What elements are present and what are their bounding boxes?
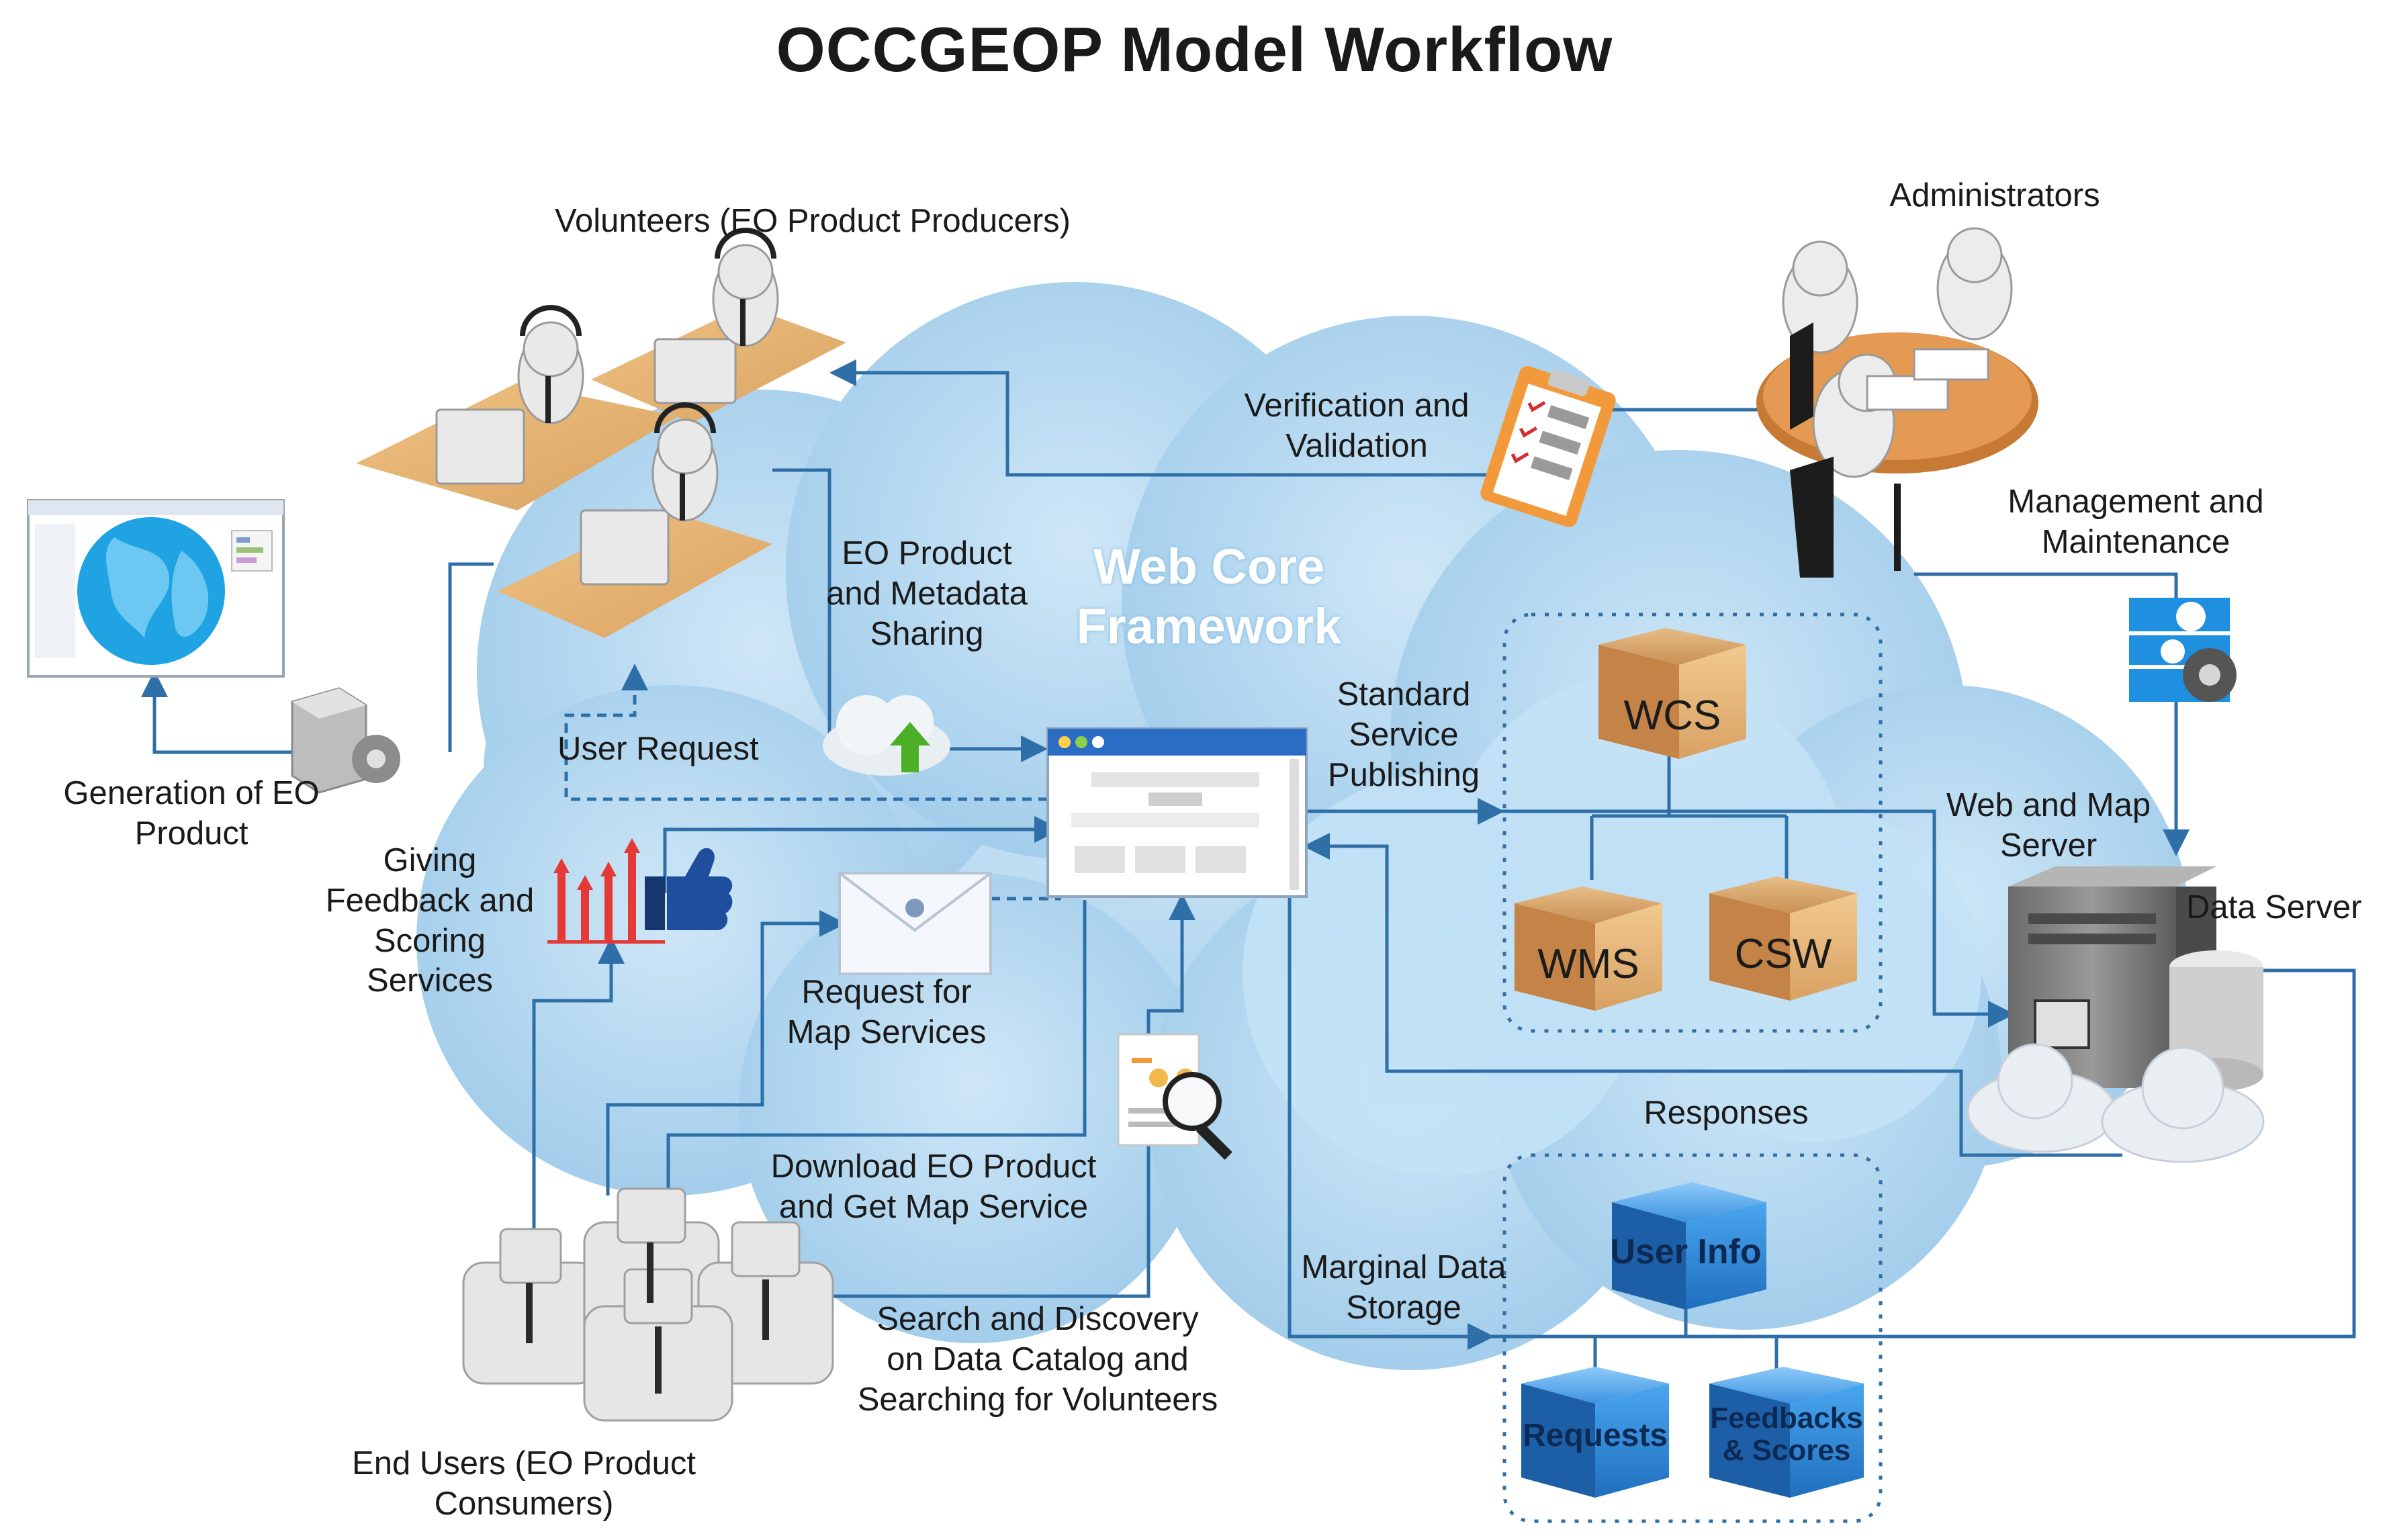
end-user-ties (526, 1242, 769, 1394)
web-browser-window-icon (1046, 727, 1308, 898)
core-framework-title: Web Core Framework (1034, 537, 1384, 657)
cloud-upload-icon (823, 695, 950, 776)
download-label: Download EO Product and Get Map Service (770, 1148, 1097, 1225)
globe-map-application-icon (27, 499, 285, 678)
data-server-label: Data Server (2186, 889, 2362, 925)
csw-label: CSW (1734, 931, 1832, 977)
diagram-title: OCCGEOP Model Workflow (776, 14, 1613, 85)
volunteer-workstation-icon (356, 228, 846, 638)
volunteers-label: Volunteers (EO Product Producers) (554, 203, 1071, 239)
wms-label: WMS (1537, 941, 1639, 987)
marginal-label: Marginal Data Storage (1301, 1249, 1506, 1326)
clipboard-checklist-icon (1480, 366, 1616, 527)
user-info-label: User Info (1610, 1232, 1762, 1271)
web-map-server-label: Web and Map Server (1946, 787, 2151, 864)
verification-label: Verification and Validation (1244, 388, 1470, 464)
search-document-icon (1117, 1033, 1232, 1160)
wcs-box (1598, 628, 1746, 759)
generation-label: Generation of EO Product (63, 775, 320, 852)
eo-sharing-label: EO Product and Metadata Sharing (826, 535, 1028, 652)
services-group (1502, 613, 1883, 1033)
administrator-meeting-icon (1756, 227, 2038, 578)
data-server-icon (1967, 866, 2265, 1163)
wms-box (1515, 887, 1662, 1011)
search-label: Search and Discovery on Data Catalog and… (857, 1301, 1218, 1418)
feedbacks-label: Feedbacks & Scores (1710, 1402, 1863, 1467)
responses-label: Responses (1643, 1095, 1809, 1131)
core-line-1: Web Core (1093, 539, 1325, 594)
requests-label: Requests (1522, 1418, 1668, 1453)
user-request-dashed (564, 664, 1061, 901)
core-line-2: Framework (1076, 598, 1342, 654)
user-info-box (1612, 1182, 1766, 1310)
csw-box (1709, 876, 1857, 1001)
feedback-chart-thumbs-up-icon (547, 838, 733, 944)
wcs-label: WCS (1623, 692, 1721, 739)
administrators-label: Administrators (1889, 177, 2100, 214)
feedback-label: Giving Feedback and Scoring Services (325, 842, 535, 999)
processing-server-icon (291, 687, 400, 794)
request-map-label: Request for Map Services (786, 974, 987, 1050)
user-request-label: User Request (557, 731, 759, 767)
settings-gears-icon (2129, 598, 2237, 702)
envelope-icon (838, 872, 992, 975)
management-label: Management and Maintenance (2008, 484, 2264, 560)
feedbacks-box (1709, 1367, 1864, 1498)
standard-publishing-label: Standard Service Publishing (1327, 676, 1480, 793)
end-users-label: End Users (EO Product Consumers) (352, 1445, 696, 1522)
requests-box (1521, 1367, 1669, 1498)
storage-group (1502, 1153, 1883, 1523)
